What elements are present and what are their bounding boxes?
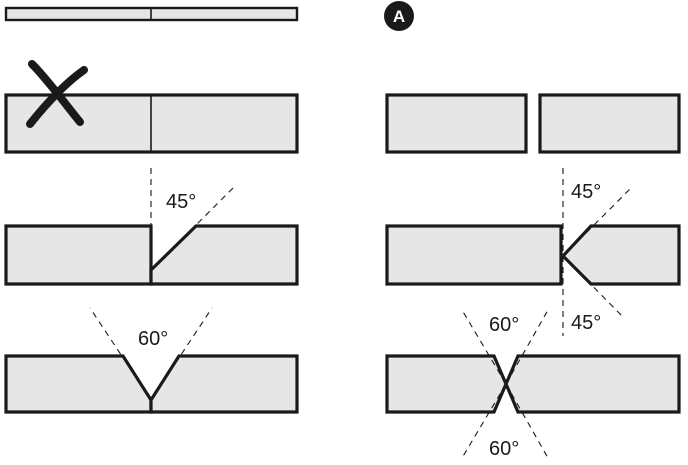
angle-label-60-bottom: 60° <box>489 438 519 460</box>
thin-sheet-joint <box>4 6 299 22</box>
double-bevel-joint: 45° 45° <box>385 168 681 336</box>
single-bevel-joint: 45° <box>4 168 299 286</box>
angle-label-45-bottom: 45° <box>571 312 601 334</box>
angle-label-60-v: 60° <box>138 328 168 350</box>
badge-label: A <box>393 7 405 26</box>
square-butt-joint-wrong <box>4 93 299 154</box>
angle-label-45-top: 45° <box>571 181 601 203</box>
badge-a: A <box>384 1 414 31</box>
v-groove-joint: 60° <box>4 307 299 414</box>
square-butt-joint-gapped <box>385 93 681 154</box>
cross-icon <box>26 60 88 128</box>
angle-label-60-top: 60° <box>489 314 519 336</box>
x-groove-joint: 60° 60° <box>385 309 681 460</box>
angle-label-45-single: 45° <box>166 191 196 213</box>
